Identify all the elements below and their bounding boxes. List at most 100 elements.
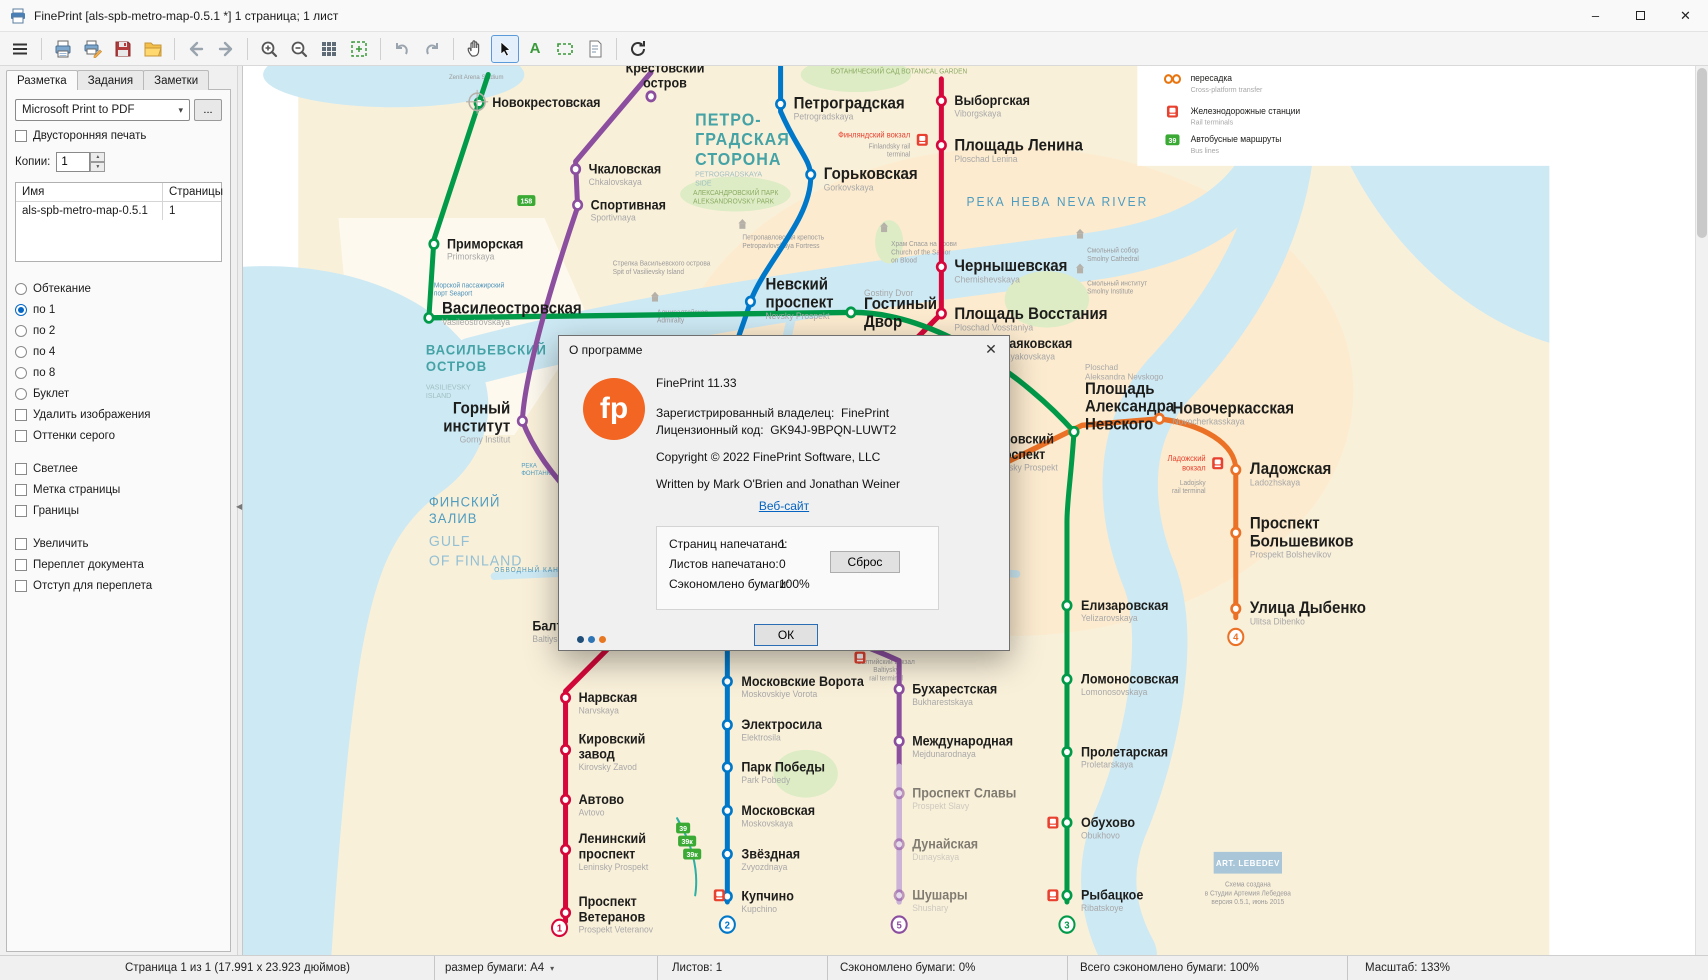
radio-2up[interactable]: по 2 (15, 325, 222, 337)
save-button[interactable] (109, 35, 137, 63)
scrollbar-thumb[interactable] (1697, 68, 1707, 238)
checkbox-label: Удалить изображения (33, 409, 151, 421)
checkbox-label: Отступ для переплета (33, 580, 153, 592)
sidebar-splitter[interactable]: ◀ (236, 66, 243, 955)
svg-text:Gorny Institut: Gorny Institut (460, 434, 511, 444)
duplex-label: Двусторонняя печать (33, 130, 147, 142)
website-link[interactable]: Веб-сайт (758, 499, 810, 513)
ok-button[interactable]: ОК (754, 624, 818, 646)
maximize-button[interactable] (1618, 0, 1663, 32)
copies-input[interactable] (56, 152, 91, 172)
printer-options-button[interactable]: ... (194, 99, 222, 121)
notes-button[interactable] (581, 35, 609, 63)
radio-wrap[interactable]: Обтекание (15, 283, 222, 295)
lighter-checkbox[interactable]: Светлее (15, 463, 222, 475)
print-button[interactable] (49, 35, 77, 63)
radio-8up[interactable]: по 8 (15, 367, 222, 379)
tab-layout[interactable]: Разметка (6, 70, 78, 90)
checkbox-icon (15, 430, 27, 442)
checkbox-icon (15, 484, 27, 496)
close-button[interactable]: ✕ (1680, 7, 1691, 23)
svg-text:Viborgskaya: Viborgskaya (954, 108, 1001, 118)
back-button[interactable] (182, 35, 210, 63)
svg-text:Выборгская: Выборгская (954, 93, 1029, 109)
svg-text:Рыбацкое: Рыбацкое (1081, 887, 1143, 903)
paper-size-value: размер бумаги: A4 (445, 962, 545, 974)
radio-4up[interactable]: по 4 (15, 346, 222, 358)
tab-jobs[interactable]: Задания (76, 70, 145, 90)
remove-images-checkbox[interactable]: Удалить изображения (15, 409, 222, 421)
undo-icon (396, 42, 408, 54)
status-bar: Страница 1 из 1 (17.991 x 23.923 дюймов)… (0, 955, 1708, 980)
radio-label: по 2 (33, 325, 56, 337)
paper-size-dropdown[interactable]: размер бумаги: A4▾ (435, 956, 658, 980)
print-edit-button[interactable] (79, 35, 107, 63)
tab-notes[interactable]: Заметки (143, 70, 210, 90)
zoom-region-button[interactable] (345, 35, 373, 63)
spin-up-icon[interactable]: ▲ (90, 152, 106, 162)
svg-text:Площадь Восстания: Площадь Восстания (954, 305, 1107, 323)
svg-text:Avtovo: Avtovo (579, 807, 605, 817)
svg-text:Yelizarovskaya: Yelizarovskaya (1081, 613, 1138, 623)
table-row[interactable]: als-spb-metro-map-0.5.1 1 (16, 202, 221, 220)
enlarge-checkbox[interactable]: Увеличить (15, 538, 222, 550)
svg-text:Чернышевская: Чернышевская (954, 258, 1067, 276)
checkbox-label: Метка страницы (33, 484, 121, 496)
status-total-saved: Всего сэкономлено бумаги: 100% (1068, 956, 1348, 980)
radio-1up[interactable]: по 1 (15, 304, 222, 316)
zoom-out-button[interactable] (285, 35, 313, 63)
svg-text:Moskovskaya: Moskovskaya (741, 818, 793, 828)
checkbox-icon (15, 580, 27, 592)
svg-text:Горьковская: Горьковская (824, 165, 918, 183)
window-titlebar: FinePrint [als-spb-metro-map-0.5.1 *] 1 … (0, 0, 1708, 32)
redo-button[interactable] (418, 35, 446, 63)
radio-booklet[interactable]: Буклет (15, 388, 222, 400)
zoom-in-button[interactable] (255, 35, 283, 63)
radio-icon (15, 325, 27, 337)
vertical-scrollbar[interactable] (1695, 66, 1708, 955)
reset-button[interactable]: Сброс (830, 551, 900, 573)
radio-icon (15, 283, 27, 295)
borders-checkbox[interactable]: Границы (15, 505, 222, 517)
notes-icon (589, 40, 602, 57)
svg-text:ОБВОДНЫЙ КАНАЛ: ОБВОДНЫЙ КАНАЛ (494, 565, 569, 574)
svg-text:3: 3 (1064, 920, 1070, 931)
spin-down-icon[interactable]: ▼ (90, 162, 106, 172)
sidebar-tabs: Разметка Задания Заметки (6, 70, 231, 90)
minimize-button[interactable]: – (1591, 8, 1600, 23)
pan-tool-button[interactable] (461, 35, 489, 63)
svg-text:РЕКА НЕВА NEVA RIVER: РЕКА НЕВА NEVA RIVER (966, 195, 1148, 210)
dialog-close-button[interactable]: ✕ (985, 341, 997, 357)
radio-icon (15, 367, 27, 379)
copies-stepper[interactable]: ▲ ▼ (56, 152, 106, 172)
svg-text:Ligovsky Prospekt: Ligovsky Prospekt (989, 462, 1059, 472)
svg-text:Gostiny Dvor: Gostiny Dvor (864, 288, 913, 298)
select-tool-button[interactable] (491, 34, 519, 63)
undo-button[interactable] (388, 35, 416, 63)
checkbox-icon (15, 559, 27, 571)
menu-button[interactable] (6, 35, 34, 63)
paper-saved-label: Сэкономлено бумаги: (669, 577, 790, 591)
printer-select[interactable]: Microsoft Print to PDF ▾ (15, 99, 190, 121)
toolbar-separator (174, 37, 175, 60)
checkbox-label: Увеличить (33, 538, 89, 550)
svg-text:1: 1 (557, 923, 563, 934)
grayscale-checkbox[interactable]: Оттенки серого (15, 430, 222, 442)
duplex-checkbox[interactable]: Двусторонняя печать (15, 130, 222, 142)
binding-margin-checkbox[interactable]: Отступ для переплета (15, 580, 222, 592)
page-mark-checkbox[interactable]: Метка страницы (15, 484, 222, 496)
text-tool-button[interactable]: A (521, 35, 549, 63)
forward-button[interactable] (212, 35, 240, 63)
svg-text:Moskovskiye Vorota: Moskovskiye Vorota (741, 689, 817, 699)
thumbnails-button[interactable] (315, 35, 343, 63)
jobs-table[interactable]: Имя Страницы als-spb-metro-map-0.5.1 1 (15, 182, 223, 262)
open-button[interactable] (139, 35, 167, 63)
svg-text:Prospekt Slavy: Prospekt Slavy (912, 801, 969, 811)
region-tool-button[interactable] (551, 35, 579, 63)
refresh-button[interactable] (624, 35, 652, 63)
bind-document-checkbox[interactable]: Переплет документа (15, 559, 222, 571)
